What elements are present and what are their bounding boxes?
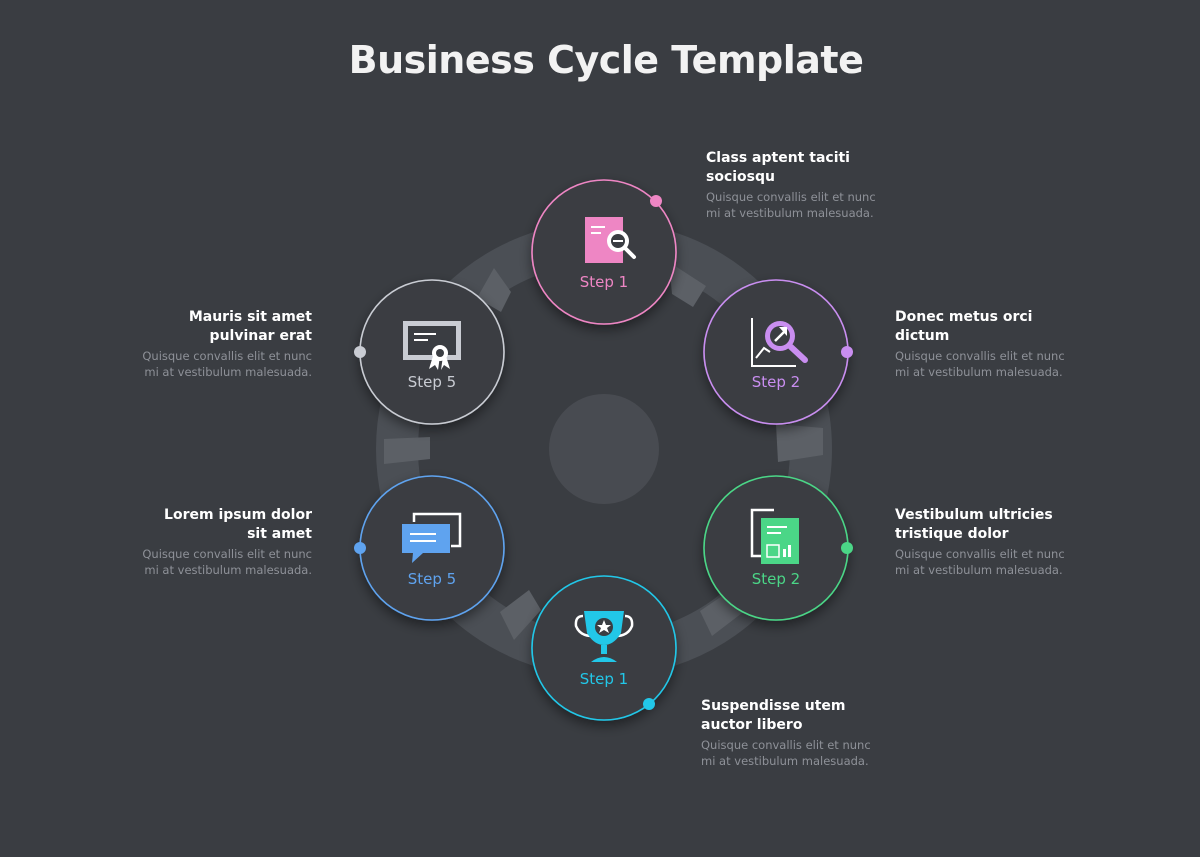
document-search-icon bbox=[585, 217, 636, 263]
step-heading: Suspendisse utem auctor libero bbox=[701, 698, 846, 733]
step-label-2: Step 2 bbox=[752, 373, 800, 391]
step-description-4: Suspendisse utem auctor libero Quisque c… bbox=[701, 697, 871, 769]
step-connector-dot-2 bbox=[841, 346, 853, 358]
step-node-3[interactable]: Step 2 bbox=[703, 475, 853, 621]
step-label-4: Step 1 bbox=[580, 670, 628, 688]
step-label-1: Step 1 bbox=[580, 273, 628, 291]
step-label-5: Step 5 bbox=[408, 570, 456, 588]
step-description-1: Class aptent taciti sociosqu Quisque con… bbox=[706, 149, 876, 221]
step-label-3: Step 2 bbox=[752, 570, 800, 588]
step-node-2[interactable]: Step 2 bbox=[703, 279, 853, 425]
step-node-5[interactable]: Step 5 bbox=[354, 475, 505, 621]
step-connector-dot-5 bbox=[354, 542, 366, 554]
step-connector-dot-1 bbox=[650, 195, 662, 207]
step-description-6: Mauris sit amet pulvinar erat Quisque co… bbox=[142, 308, 312, 380]
center-circle bbox=[549, 394, 659, 504]
step-heading: Class aptent taciti sociosqu bbox=[706, 150, 850, 185]
step-label-6: Step 5 bbox=[408, 373, 456, 391]
chart-magnifier-icon bbox=[751, 318, 808, 367]
step-heading: Vestibulum ultricies tristique dolor bbox=[895, 507, 1053, 542]
step-text: Quisque convallis elit et nunc mi at ves… bbox=[142, 349, 312, 379]
step-text: Quisque convallis elit et nunc mi at ves… bbox=[895, 547, 1065, 577]
step-heading: Donec metus orci dictum bbox=[895, 309, 1033, 344]
step-heading: Lorem ipsum dolor sit amet bbox=[164, 507, 312, 542]
step-description-5: Lorem ipsum dolor sit amet Quisque conva… bbox=[142, 506, 312, 578]
step-connector-dot-3 bbox=[841, 542, 853, 554]
report-document-icon bbox=[750, 508, 799, 564]
step-connector-dot-6 bbox=[354, 346, 366, 358]
step-description-3: Vestibulum ultricies tristique dolor Qui… bbox=[895, 506, 1065, 578]
step-text: Quisque convallis elit et nunc mi at ves… bbox=[701, 738, 871, 768]
step-heading: Mauris sit amet pulvinar erat bbox=[188, 309, 312, 344]
certificate-icon bbox=[403, 321, 461, 370]
chat-bubbles-icon bbox=[402, 512, 462, 563]
step-node-4[interactable]: Step 1 bbox=[531, 575, 677, 721]
step-node-6[interactable]: Step 5 bbox=[354, 279, 505, 425]
step-description-2: Donec metus orci dictum Quisque convalli… bbox=[895, 308, 1065, 380]
step-connector-dot-4 bbox=[643, 698, 655, 710]
step-node-1[interactable]: Step 1 bbox=[531, 179, 677, 325]
step-text: Quisque convallis elit et nunc mi at ves… bbox=[142, 547, 312, 577]
trophy-icon bbox=[574, 611, 634, 662]
page-title: Business Cycle Template bbox=[348, 38, 864, 82]
step-text: Quisque convallis elit et nunc mi at ves… bbox=[706, 190, 876, 220]
step-text: Quisque convallis elit et nunc mi at ves… bbox=[895, 349, 1065, 379]
